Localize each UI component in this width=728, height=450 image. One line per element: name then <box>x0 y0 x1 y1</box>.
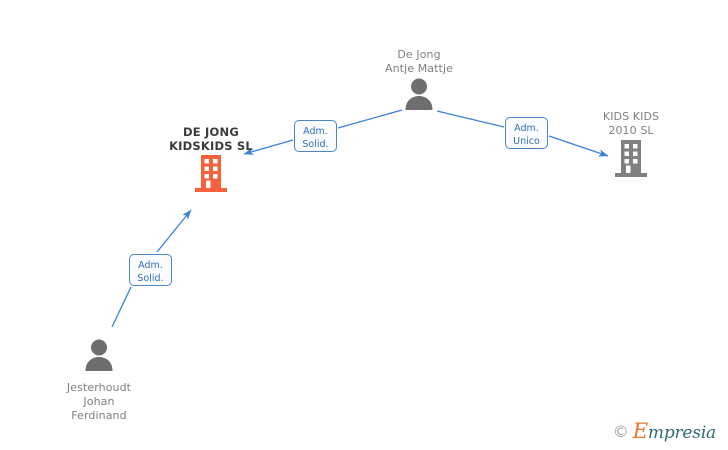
edge-line-jesterhoudt-to-kidskids-upper <box>156 209 192 253</box>
person-icon <box>339 76 499 120</box>
building-icon <box>131 153 291 197</box>
edge-label-adm-solid-jesterhoudt[interactable]: Adm. Solid. <box>129 254 172 286</box>
edge-label-adm-unico[interactable]: Adm. Unico <box>505 117 548 149</box>
brand-logo: Empresia <box>633 421 716 442</box>
edge-line-jesterhoudt-to-kidskids-lower <box>111 286 132 328</box>
empresia-watermark: © Empresia <box>613 421 716 442</box>
copyright-icon: © <box>612 421 629 441</box>
node-label-company-kids-kids-2010: KIDS KIDS 2010 SL <box>602 110 660 137</box>
edge-label-adm-solid-de-jong[interactable]: Adm. Solid. <box>294 120 337 152</box>
node-label-person-jesterhoudt: Jesterhoudt Johan Ferdinand <box>66 381 132 422</box>
brand-rest: mpresia <box>647 423 716 443</box>
node-person-jesterhoudt[interactable]: Jesterhoudt Johan Ferdinand <box>19 337 179 423</box>
node-label-person-de-jong: De Jong Antje Mattje <box>384 48 453 75</box>
node-label-company-de-jong-kidskids: DE JONG KIDSKIDS SL <box>169 125 253 153</box>
node-company-de-jong-kidskids[interactable]: DE JONG KIDSKIDS SL <box>131 125 291 197</box>
person-icon <box>19 337 179 381</box>
node-person-de-jong[interactable]: De Jong Antje Mattje <box>339 48 499 120</box>
building-icon <box>551 138 711 182</box>
brand-initial: E <box>632 419 648 443</box>
node-company-kids-kids-2010[interactable]: KIDS KIDS 2010 SL <box>551 110 711 182</box>
